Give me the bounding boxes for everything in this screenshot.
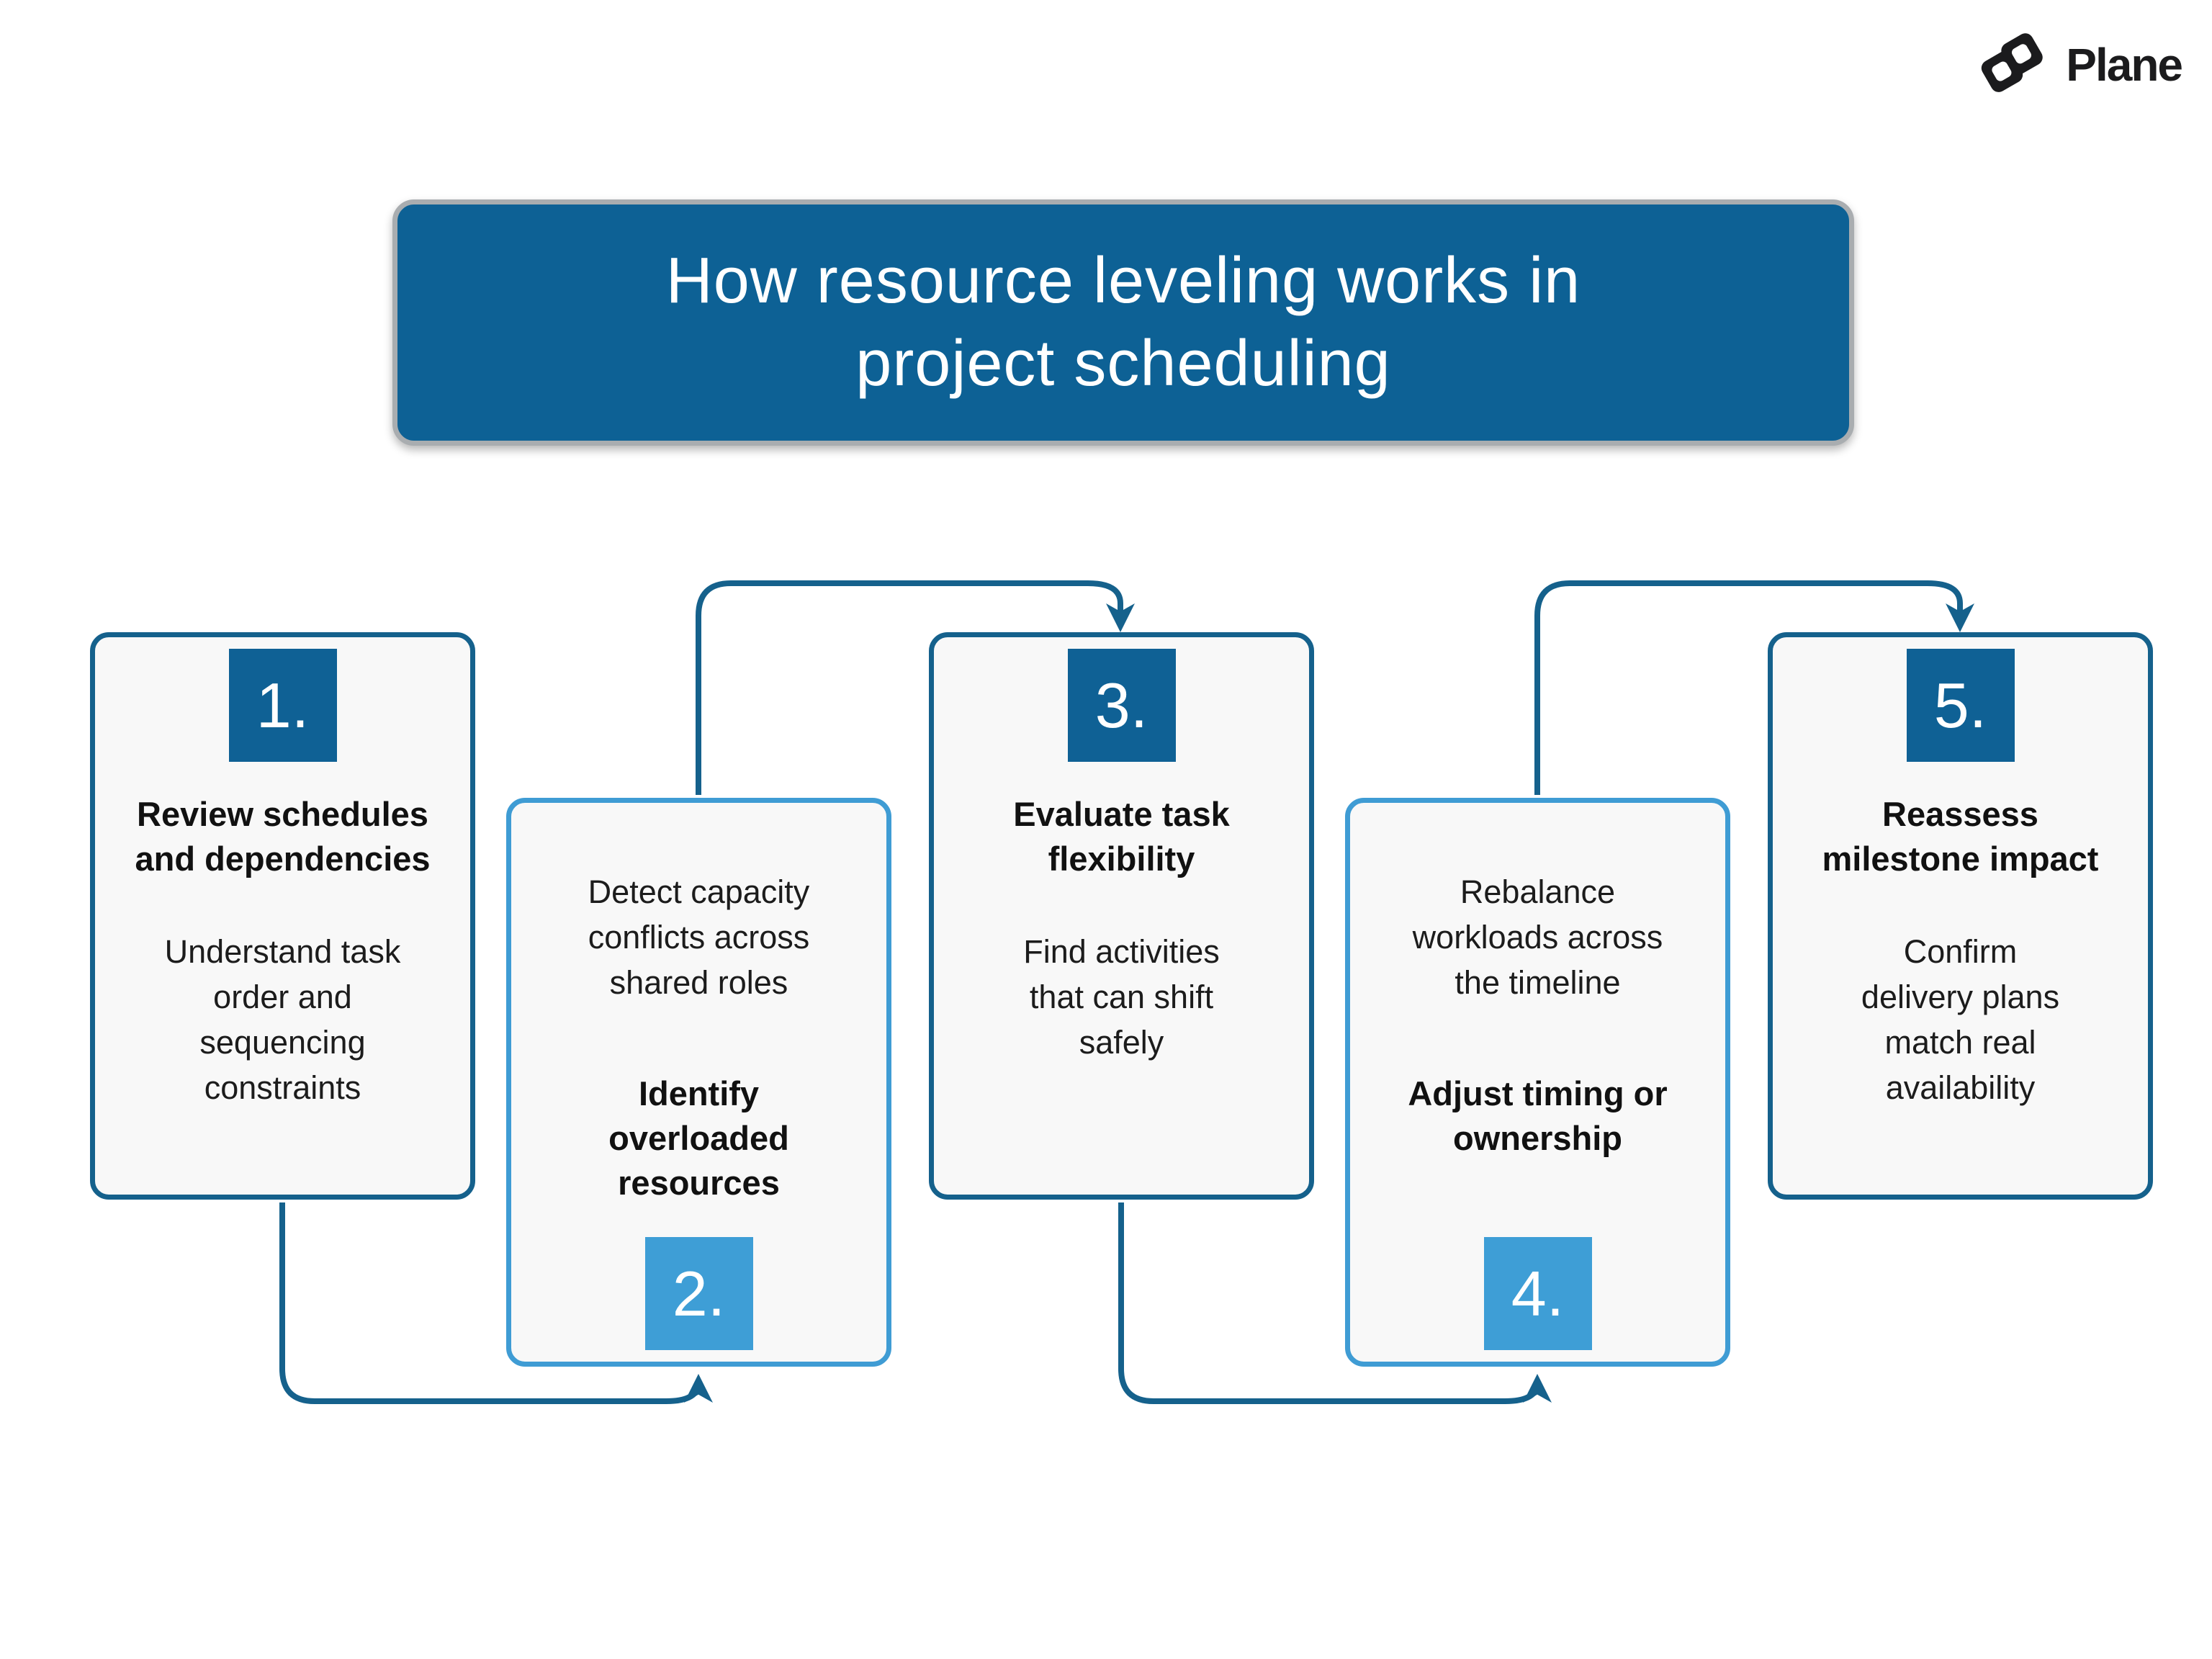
step-number-badge: 1. — [228, 649, 337, 762]
step-heading: Reassess milestone impact — [1822, 795, 2099, 878]
step-number-badge: 3. — [1067, 649, 1176, 762]
step-number: 2. — [672, 1257, 726, 1329]
step-number: 3. — [1094, 669, 1148, 741]
step-number: 1. — [256, 669, 310, 741]
step-body: Understand task order and sequencing con… — [164, 933, 401, 1107]
step-body: Find activities that can shift safely — [1023, 933, 1220, 1061]
step-body: Confirm delivery plans match real availa… — [1861, 933, 2060, 1107]
plane-logo-text: Plane — [2066, 39, 2183, 91]
step-body: Rebalance workloads across the timeline — [1412, 873, 1663, 1001]
step-number-badge: 4. — [1483, 1237, 1592, 1350]
step-card-4: Rebalance workloads across the timeline … — [1345, 798, 1730, 1367]
step-heading: Evaluate task flexibility — [1013, 795, 1230, 878]
step-number-badge: 2. — [644, 1237, 753, 1350]
step-card-1: 1. Review schedules and dependencies Und… — [90, 632, 475, 1200]
step-number: 4. — [1511, 1257, 1565, 1329]
step-number-badge: 5. — [1906, 649, 2015, 762]
step-heading: Review schedules and dependencies — [135, 795, 431, 878]
step-card-5: 5. Reassess milestone impact Confirm del… — [1768, 632, 2153, 1200]
step-heading: Identify overloaded resources — [608, 1074, 789, 1202]
step-card-2: Detect capacity conflicts across shared … — [506, 798, 891, 1367]
plane-logo-icon — [1982, 33, 2043, 92]
step-number: 5. — [1933, 669, 1987, 741]
title-banner: How resource leveling works in project s… — [392, 199, 1854, 446]
step-body: Detect capacity conflicts across shared … — [588, 873, 810, 1001]
step-heading: Adjust timing or ownership — [1408, 1074, 1668, 1158]
step-card-3: 3. Evaluate task flexibility Find activi… — [929, 632, 1314, 1200]
plane-logo: Plane — [1979, 32, 2183, 98]
page-title: How resource leveling works in project s… — [665, 244, 1581, 400]
